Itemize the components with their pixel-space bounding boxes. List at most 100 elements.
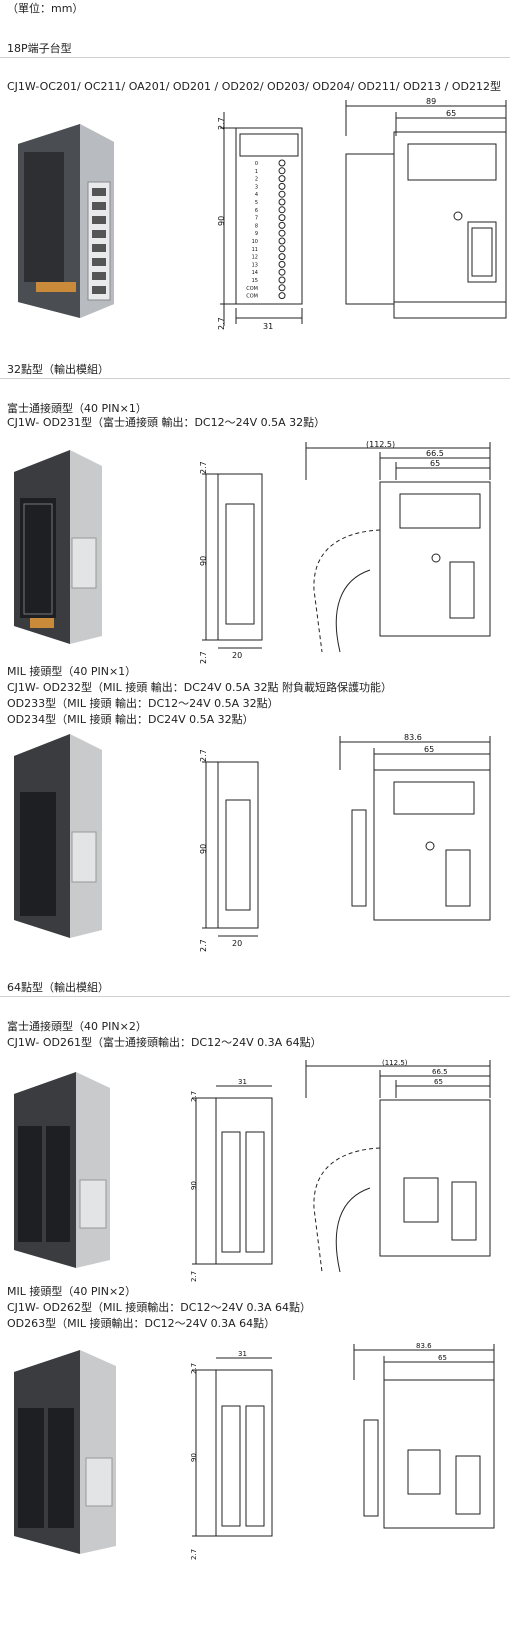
front-view-od261: 2.7 31 90 2.7 [190, 1078, 273, 1282]
terminal-screw [278, 284, 286, 292]
section-title-18p: 18P端子台型 [7, 42, 72, 55]
dim-top-od232: 2.7 [199, 749, 208, 762]
dim-front-od231: 20 [232, 651, 242, 660]
model-line-od231: CJ1W- OD231型（富士通接頭 輸出：DC12～24V 0.5A 32點） [7, 416, 326, 429]
model-line-od232: CJ1W- OD232型（MIL 接頭 輸出：DC24V 0.5A 32點 附負… [7, 681, 392, 694]
terminal-label: 7 [255, 216, 258, 222]
terminal-label: COM [246, 286, 258, 292]
dim-height-18p: 90 [217, 216, 226, 226]
terminal-screw [278, 167, 286, 175]
dim-width-od232: 83.6 [404, 733, 422, 742]
dim-width-18p: 89 [426, 97, 436, 106]
terminal-screw [278, 198, 286, 206]
front-view-od262: 2.7 31 90 2.7 [190, 1350, 273, 1560]
dim-height-od231: 90 [199, 556, 208, 566]
dim-top-18p: 2.7 [217, 117, 226, 130]
side-view-od231: (112.5) 66.5 65 [305, 440, 491, 653]
dim-front-18p: 31 [263, 322, 273, 331]
heading-32-fujitsu: 富士通接頭型（40 PIN×1） [7, 402, 147, 415]
side-view-od232: 83.6 65 [339, 733, 491, 921]
terminal-label: 4 [255, 192, 258, 198]
terminal-label: 2 [255, 177, 258, 183]
dim-height-od262: 90 [190, 1453, 198, 1462]
dim-width-od262: 83.6 [416, 1342, 432, 1350]
model-line-od263: OD263型（MIL 接頭輸出：DC12～24V 0.3A 64點） [7, 1317, 276, 1330]
model-line-od234: OD234型（MIL 接頭 輸出：DC24V 0.5A 32點） [7, 713, 254, 726]
model-list-18p: CJ1W-OC201/ OC211/ OA201/ OD201 / OD202/… [7, 80, 501, 93]
model-line-od261: CJ1W- OD261型（富士通接頭輸出：DC12～24V 0.3A 64點） [7, 1036, 322, 1049]
section-divider [0, 996, 510, 997]
product-photo-18p [18, 124, 114, 318]
dim-bottom-od262: 2.7 [190, 1549, 198, 1560]
dim-bottom-od261: 2.7 [190, 1271, 198, 1282]
product-photo-od262 [14, 1350, 116, 1554]
dim-width-od231: 66.5 [426, 449, 444, 458]
dim-depth-od262: 65 [438, 1354, 447, 1362]
dim-bottom-od232: 2.7 [199, 939, 208, 952]
terminal-label: 0 [255, 161, 258, 167]
terminal-screw [278, 237, 286, 245]
dim-depth-od231: 65 [430, 459, 440, 468]
terminal-screw [278, 260, 286, 268]
terminal-label: 11 [252, 247, 258, 253]
terminal-screw [278, 229, 286, 237]
terminal-screw [278, 175, 286, 183]
dim-depth-18p: 65 [446, 109, 456, 118]
section-divider [0, 57, 510, 58]
model-line-od233: OD233型（MIL 接頭 輸出：DC12～24V 0.5A 32點） [7, 697, 279, 710]
product-photo-od261 [14, 1072, 110, 1268]
dim-overall-od261: (112.5) [382, 1059, 408, 1067]
dim-bottom-od231: 2.7 [199, 651, 208, 664]
terminal-screw [278, 268, 286, 276]
side-view-od261: (112.5) 66.5 65 [305, 1059, 491, 1273]
side-view-18p: 89 65 [345, 97, 507, 319]
heading-64-fujitsu: 富士通接頭型（40 PIN×2） [7, 1020, 147, 1033]
terminal-screw [278, 253, 286, 261]
dim-front-od232: 20 [232, 939, 242, 948]
terminal-label: 3 [255, 184, 258, 190]
dim-height-od261: 90 [190, 1181, 198, 1190]
dim-width-od261: 66.5 [432, 1068, 448, 1076]
terminal-screw [278, 206, 286, 214]
terminal-label: 12 [252, 255, 258, 261]
terminal-label: 1 [255, 169, 258, 175]
terminal-label: 14 [252, 270, 258, 276]
terminal-screw [278, 292, 286, 300]
dim-bottom-18p: 2.7 [217, 317, 226, 330]
terminal-screw [278, 214, 286, 222]
dim-front-od262: 31 [238, 1350, 247, 1358]
terminal-screw [278, 182, 286, 190]
terminal-screw [278, 221, 286, 229]
terminal-label: 8 [255, 223, 258, 229]
dim-depth-od261: 65 [434, 1078, 443, 1086]
terminal-label: 15 [252, 278, 258, 284]
model-line-od262: CJ1W- OD262型（MIL 接頭輸出：DC12～24V 0.3A 64點） [7, 1301, 311, 1314]
section-divider [0, 378, 510, 379]
heading-32-mil: MIL 接頭型（40 PIN×1） [7, 665, 137, 678]
dim-front-od261: 31 [238, 1078, 247, 1086]
front-view-od232: 2.7 90 2.7 20 [199, 749, 259, 952]
dim-height-od232: 90 [199, 844, 208, 854]
dim-overall-od231: (112.5) [366, 440, 395, 449]
terminal-label: 9 [255, 231, 258, 237]
terminal-label: 10 [252, 239, 258, 245]
terminal-label: 6 [255, 208, 258, 214]
unit-note: （單位：mm） [7, 2, 84, 15]
terminal-screw [278, 276, 286, 284]
terminal-label: 13 [252, 262, 258, 268]
terminal-screw [278, 159, 286, 167]
front-view-od231: 2.7 90 2.7 20 [199, 461, 263, 664]
terminal-screw [278, 245, 286, 253]
terminal-label: 5 [255, 200, 258, 206]
section-title-32: 32點型（輸出模組） [7, 363, 109, 376]
product-photo-od231 [14, 450, 102, 644]
section-title-64: 64點型（輸出模組） [7, 981, 109, 994]
side-view-od262: 83.6 65 [353, 1342, 495, 1529]
heading-64-mil: MIL 接頭型（40 PIN×2） [7, 1285, 137, 1298]
product-photo-od232 [14, 734, 102, 938]
terminal-screw [278, 190, 286, 198]
dim-top-od262: 2.7 [190, 1363, 198, 1374]
dim-depth-od232: 65 [424, 745, 434, 754]
dim-top-od261: 2.7 [190, 1091, 198, 1102]
